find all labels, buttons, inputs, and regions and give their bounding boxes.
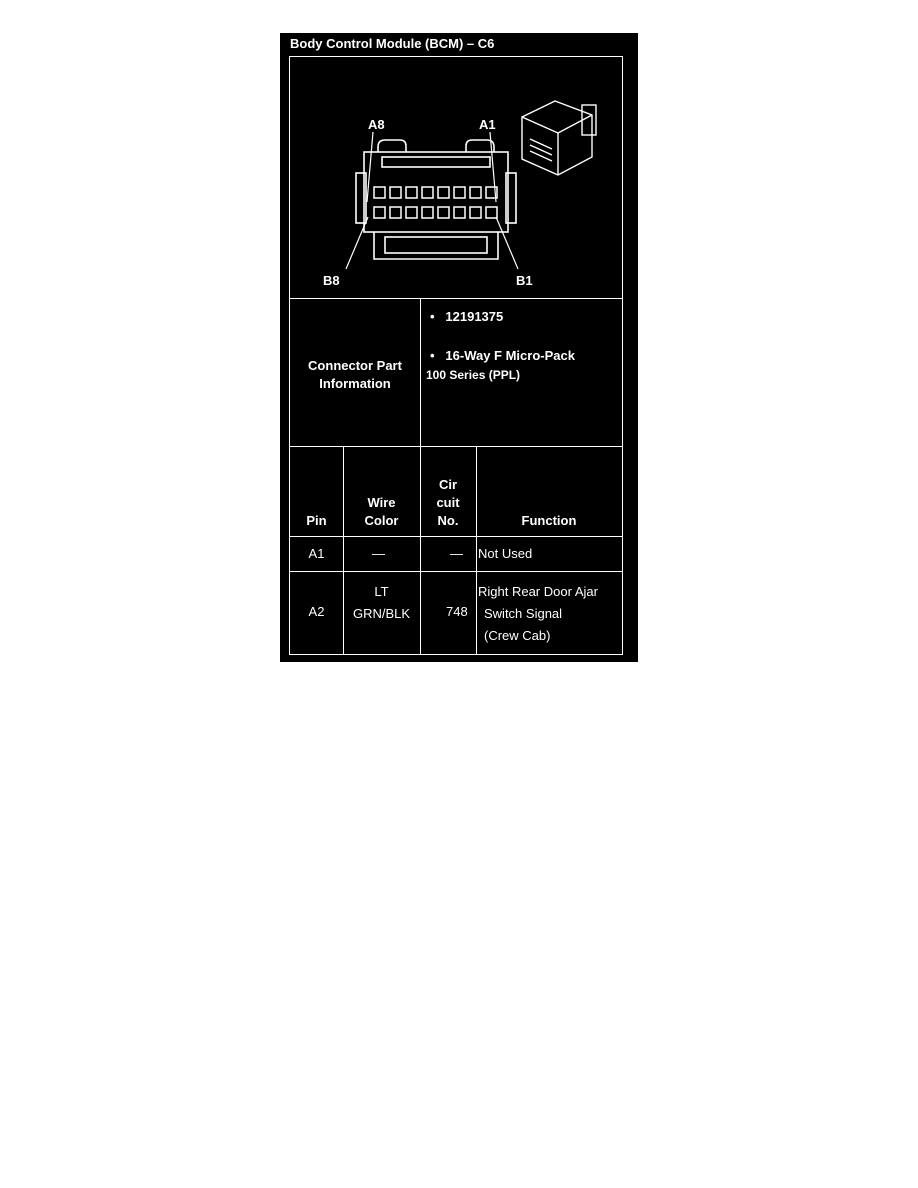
connector-description: • 16-Way F Micro-Pack [430,348,575,363]
connector-diagram: A8 A1 B8 B1 [290,57,622,297]
connector-info-label: Connector Part Information [308,358,402,391]
row-a1-circuit: — [450,546,463,561]
row-a1-function: Not Used [478,546,533,561]
pin-label-b8: B8 [323,273,340,288]
pin-cavity-a3 [453,186,466,199]
pin-cavity-a4 [437,186,450,199]
connector-isometric-drawing [521,100,597,176]
pin-row-b [373,206,498,219]
row-a2-pin: A2 [308,604,325,619]
connector-series: 100 Series (PPL) [426,368,521,382]
pin-cavity-b5 [421,206,434,219]
pin-cavity-b1 [485,206,498,219]
row-a2-function: Right Rear Door Ajar Switch Signal (Crew… [478,584,598,643]
pin-cavity-a5 [421,186,434,199]
row-a1-wire-color: — [372,546,385,561]
header-wire-color: Wire Color [364,495,399,528]
pin-cavity-a8 [373,186,386,199]
part-number: • 12191375 [430,309,504,324]
header-function: Function [521,513,577,528]
pin-cavity-b6 [405,206,418,219]
sheet-frame: A8 A1 B8 B1 Connector Part Information •… [289,56,623,655]
connector-face-drawing [345,100,597,270]
pin-cavity-a2 [469,186,482,199]
pin-cavity-b7 [389,206,402,219]
pin-cavity-b8 [373,206,386,219]
pin-label-a8: A8 [368,117,385,132]
pin-cavity-a6 [405,186,418,199]
pin-label-b1: B1 [516,273,533,288]
row-a1-pin: A1 [308,546,325,561]
connector-sheet: Body Control Module (BCM) – C6 [280,33,638,662]
pin-cavity-a1 [485,186,498,199]
header-circuit-no: Cir cuit No. [436,477,460,528]
pin-label-a1: A1 [479,117,496,132]
header-pin: Pin [306,513,327,528]
pin-row-a [373,186,498,199]
row-a2-circuit: 748 [446,604,468,619]
housing-outline [363,151,509,233]
pin-cavity-b4 [437,206,450,219]
pin-cavity-b2 [469,206,482,219]
sheet-title: Body Control Module (BCM) – C6 [290,36,495,51]
pin-cavity-a7 [389,186,402,199]
row-a2-wire-color: LT GRN/BLK [352,584,411,621]
pin-cavity-b3 [453,206,466,219]
